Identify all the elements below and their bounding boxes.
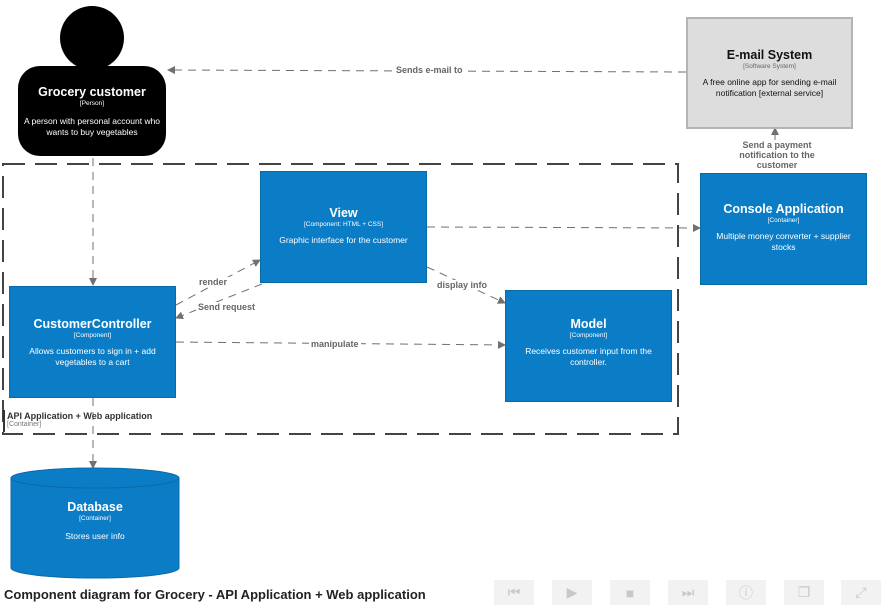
- viewer-controls: ⏮ ▶ ■ ⏭ ⓘ ❐ ⤢: [490, 580, 881, 605]
- view-description: Graphic interface for the customer: [279, 235, 408, 245]
- controller-type: [Component]: [73, 331, 112, 339]
- controller-description: Allows customers to sign in + add vegeta…: [29, 345, 156, 367]
- person-head: [60, 6, 124, 70]
- console-application-description: Multiple money converter + supplier stoc…: [716, 231, 851, 252]
- view-type: [Component: HTML + CSS]: [303, 221, 384, 228]
- view-name: View: [329, 206, 358, 220]
- label-payment-notification: Send a payment notification to the custo…: [730, 140, 824, 170]
- database-description: Stores user info: [65, 531, 125, 541]
- model-component[interactable]: Model [Component] Receives customer inpu…: [505, 290, 672, 402]
- container-boundary: [2, 163, 679, 435]
- boundary-type: [Container]: [7, 421, 42, 428]
- play-icon[interactable]: ▶: [552, 580, 592, 605]
- windows-icon[interactable]: ❐: [784, 580, 824, 605]
- person-grocery-customer[interactable]: Grocery customer [Person] A person with …: [18, 66, 166, 156]
- console-application-name: Console Application: [723, 202, 844, 216]
- label-manipulate: manipulate: [309, 339, 361, 349]
- fullscreen-icon[interactable]: ⤢: [841, 580, 881, 605]
- database-cylinder[interactable]: [10, 467, 180, 579]
- boundary-name: API Application + Web application: [7, 411, 153, 421]
- database-name: Database: [67, 500, 123, 514]
- console-application-type: [Container]: [767, 217, 800, 224]
- model-type: [Component]: [569, 332, 608, 339]
- customer-controller-component[interactable]: CustomerController [Component] Allows cu…: [9, 286, 176, 398]
- database-container[interactable]: Database [Container] Stores user info: [11, 468, 179, 578]
- view-component[interactable]: View [Component: HTML + CSS] Graphic int…: [260, 171, 427, 283]
- model-description: Receives customer input from the control…: [525, 346, 652, 367]
- edge-view-to-console: [426, 223, 701, 232]
- boundary-label: API Application + Web application [Conta…: [7, 411, 152, 428]
- person-type: [Person]: [79, 99, 105, 107]
- controller-name: CustomerController: [33, 316, 152, 331]
- email-system-description: A free online app for sending e-mail not…: [702, 76, 837, 98]
- email-system-type: [Software System]: [743, 62, 796, 70]
- boundary-label-bar: [3, 410, 5, 432]
- edge-send-request: [175, 283, 263, 320]
- label-sends-email: Sends e-mail to: [394, 65, 465, 75]
- email-system-box[interactable]: E-mail System [Software System] A free o…: [686, 17, 853, 129]
- email-system-name: E-mail System: [726, 47, 813, 62]
- stop-icon[interactable]: ■: [610, 580, 650, 605]
- diagram-caption: Component diagram for Grocery - API Appl…: [4, 587, 426, 602]
- database-type: [Container]: [79, 515, 111, 522]
- label-send-request: Send request: [196, 302, 258, 312]
- info-icon[interactable]: ⓘ: [726, 580, 766, 605]
- skip-back-icon[interactable]: ⏮: [494, 580, 534, 605]
- model-name: Model: [570, 317, 607, 331]
- console-application-box[interactable]: Console Application [Container] Multiple…: [700, 173, 867, 285]
- label-display-info: display info: [435, 280, 490, 290]
- person-name: Grocery customer: [38, 84, 146, 99]
- label-render: render: [197, 277, 230, 287]
- skip-forward-icon[interactable]: ⏭: [668, 580, 708, 605]
- person-description: A person with personal account who wants…: [23, 115, 161, 137]
